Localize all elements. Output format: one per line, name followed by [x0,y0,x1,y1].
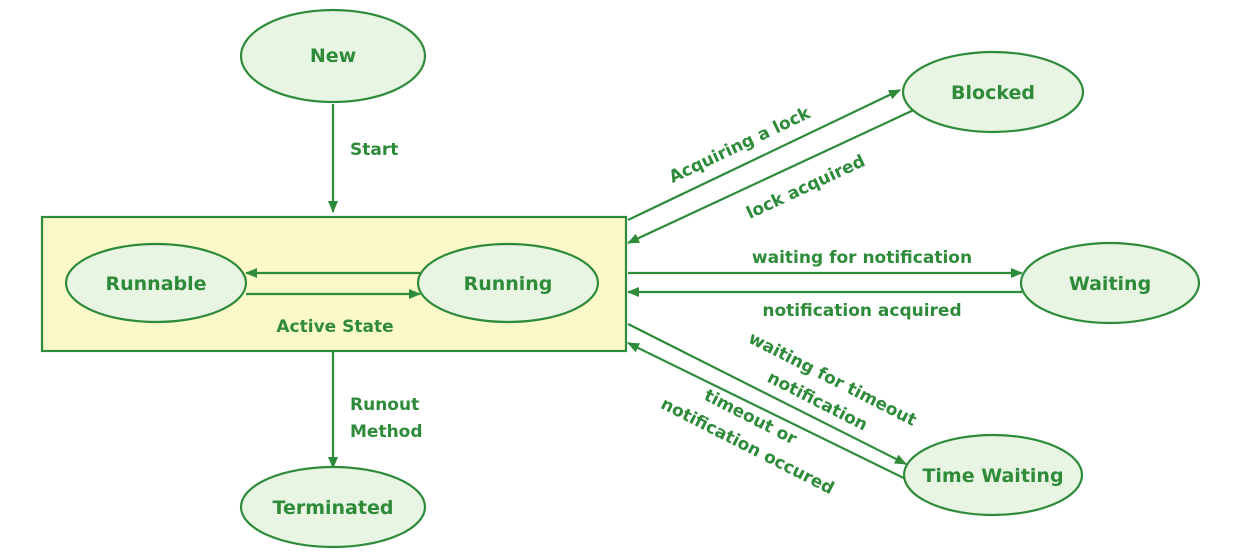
state-blocked: Blocked [901,50,1085,134]
state-new: New [239,8,427,104]
state-waiting-label: Waiting [1069,273,1151,295]
label-runout-line1: Runout [350,395,419,415]
state-running: Running [416,242,600,324]
edge-waiting-for-timeout [627,323,907,465]
edge-timeout-occured [627,342,919,486]
edge-lock-acquired [627,107,919,244]
label-acquiring-lock: Acquiring a lock [666,103,814,188]
state-terminated-label: Terminated [273,497,394,519]
label-waiting-for-notification: waiting for notification [752,248,972,268]
label-runout-line2: Method [350,422,423,442]
state-time-waiting: Time Waiting [902,433,1084,517]
edge-acquiring-lock [627,89,901,221]
state-time-waiting-label: Time Waiting [922,465,1063,487]
state-waiting: Waiting [1019,241,1201,325]
state-runnable-label: Runnable [105,273,206,295]
label-lock-acquired: lock acquired [743,151,868,223]
state-terminated: Terminated [239,465,427,549]
state-running-label: Running [464,273,553,295]
state-blocked-label: Blocked [951,82,1035,104]
state-runnable: Runnable [64,242,248,324]
state-new-label: New [310,45,356,67]
label-notification-acquired: notification acquired [762,301,961,321]
label-start: Start [350,140,398,160]
active-state-label: Active State [276,317,393,337]
